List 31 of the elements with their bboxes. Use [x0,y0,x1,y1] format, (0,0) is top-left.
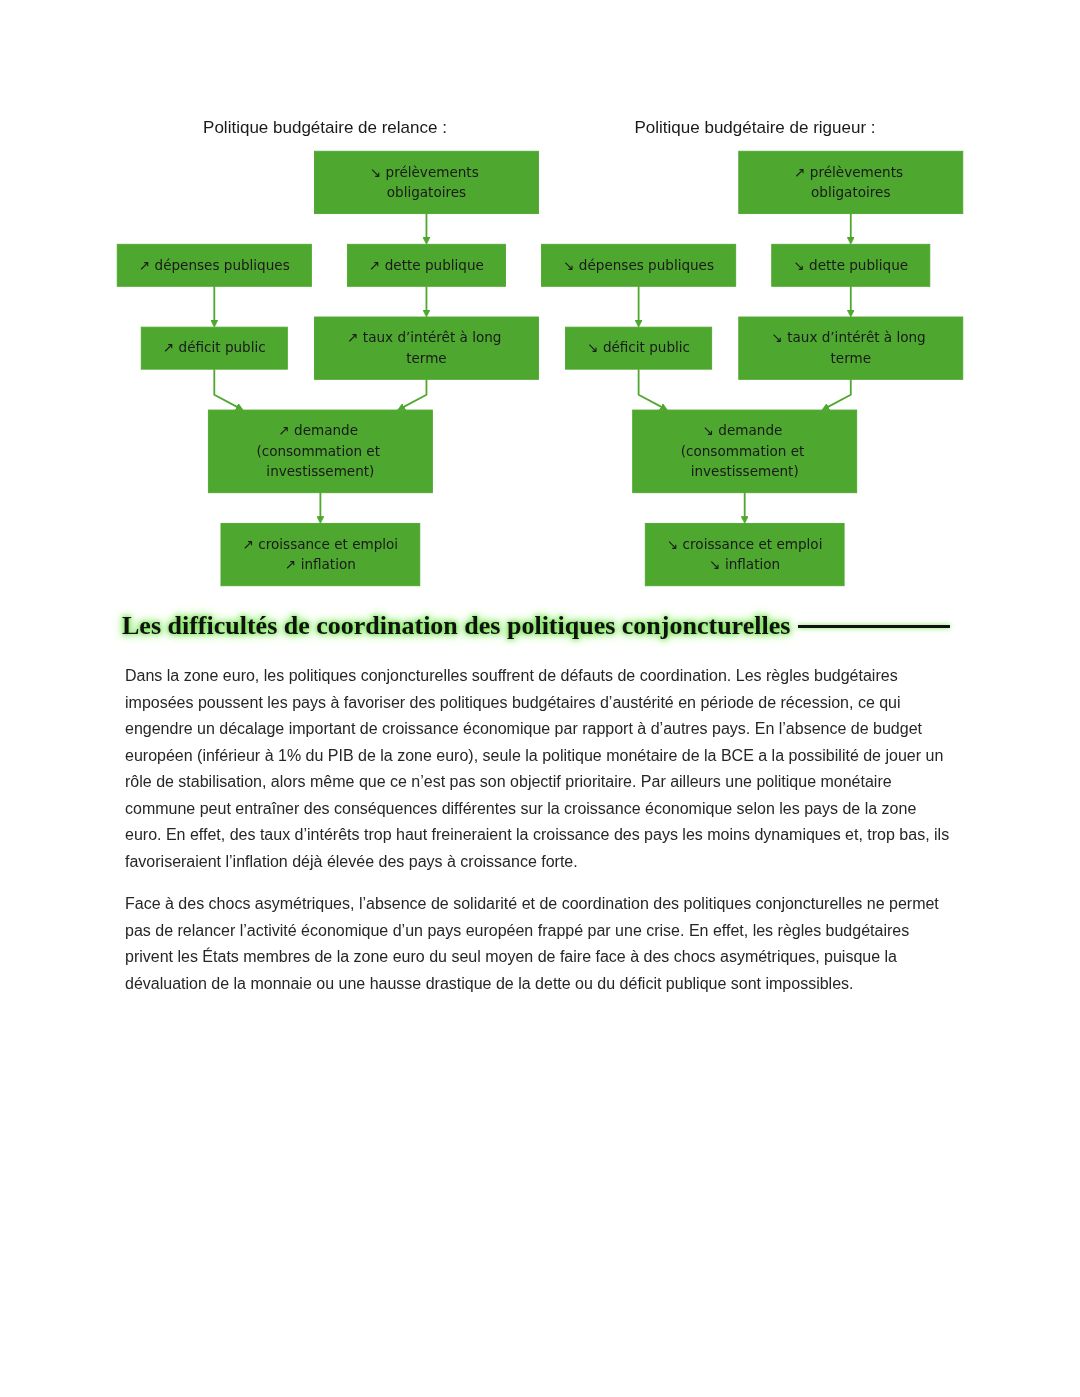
section-heading: Les difficultés de coordination des politiques conjoncturelles [122,611,791,641]
process-box: ↗ dépenses publiques [116,243,312,287]
arrow [397,378,428,411]
process-box: ↘ déficit public [565,326,713,370]
process-box: ↘ prélèvements obligatoires [314,150,539,215]
arrow [740,491,749,524]
arrow [821,378,852,411]
process-box: ↘ dépenses publiques [541,243,737,287]
process-box: ↘ dette publique [771,243,931,287]
arrow [210,285,219,328]
arrow [637,368,668,411]
arrow [846,285,855,318]
arrow [316,491,325,524]
process-box: ↗ prélèvements obligatoires [738,150,964,215]
chart-title: Politique budgétaire de relance : [202,118,448,138]
arrow [846,212,855,245]
body-paragraph: Face à des chocs asymétriques, l’absence de solidarité et de coordination des politiques conjoncturelles ne permet pas de relancer l’activité économique d’un pays européen frappé par une crise. En effet, les règles budgétaires privent les États membres de la zone euro du seul moyen de faire face à des chocs asymétriques, puisque la dévaluation de la monnaie ou une hausse drastique de la dette ou du déficit publique sont impossibles. [125,894,940,994]
arrow [422,212,431,245]
chart-title: Politique budgétaire de rigueur : [633,118,877,138]
process-box: ↗ déficit public [140,326,288,370]
process-box: ↗ taux d’intérêt à long terme [314,316,539,380]
process-box: ↗ dette publique [346,243,506,287]
body-paragraph: Dans la zone euro, les politiques conjoncturelles souffrent de défauts de coordination. Les règles budgétaires imposées poussent les pays à favoriser des politiques budgétaires d’austérité en période de récession, ce qui engendre un décalage important de croissance économique par rapport à d’autres pays. En l’absence de budget européen (inférieur à 1% du PIB de la zone euro), seule la politique monétaire de la BCE a la possibilité de jouer un rôle de stabilisation, alors même que ce n’est pas son objectif prioritaire. Par ailleurs une politique monétaire commune peut entraîner des conséquences différentes sur la croissance économique selon les pays de la zone euro. En effet, des taux d’intérêts trop haut freineraient la croissance des pays les moins dynamiques et, trop bas, ils favoriseraient l’inflation déjà élevée des pays à croissance forte. [125,666,951,872]
process-box: ↘ croissance et emploi ↘ inflation [644,522,845,587]
process-box: ↗ demande (consommation et investissement) [207,409,433,494]
arrow [422,285,431,318]
process-box: ↘ demande (consommation et investissement) [632,409,858,494]
arrow [213,368,244,411]
arrow [634,285,643,328]
process-box: ↘ taux d’intérêt à long terme [738,316,964,380]
process-box: ↗ croissance et emploi ↗ inflation [220,522,421,587]
